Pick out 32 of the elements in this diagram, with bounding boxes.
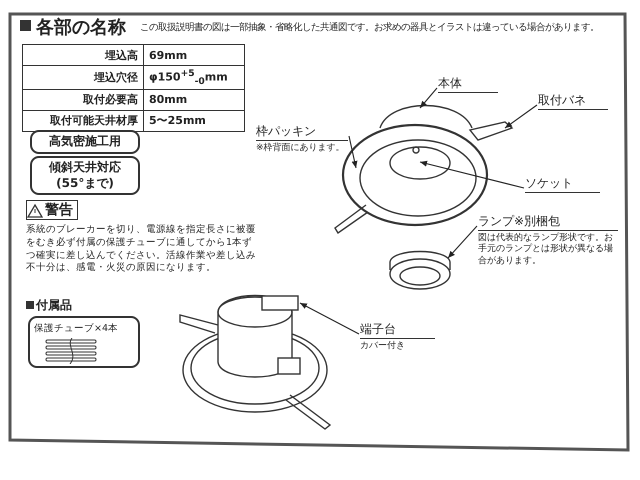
table-cell: 69mm <box>144 44 244 66</box>
warning-heading: 警告 <box>26 200 78 220</box>
part-note: 図は代表的なランプ形状です。お手元のランプとは形状が異なる場合があります。 <box>478 232 614 268</box>
part-label: 取付バネ <box>538 93 608 110</box>
section-heading: 各部の名称 <box>36 16 126 39</box>
table-header-cell: 取付必要高 <box>22 89 144 110</box>
note-text: この取扱説明書の図は一部抽象・省略化した共通図です。お求めの器具とイラストは違っている場合があります。 <box>140 21 599 34</box>
label-box: 高気密施工用 <box>30 130 140 154</box>
table-header-cell: 埋込高 <box>22 44 144 66</box>
table-cell: 80mm <box>144 89 244 110</box>
leader-line <box>348 136 358 168</box>
part-label: 本体 <box>438 76 498 93</box>
accessory-box <box>28 316 140 368</box>
leader-line <box>420 160 524 189</box>
warning-text: 系統のブレーカーを切り、電源線を指定長さに被覆をむき必ず付属の保護チューブに通してから1本ずつ確実に差し込んでください。活線作業や差し込み不十分は、感電・火災の原因になります。 <box>26 224 257 276</box>
part-note: カバー付き <box>360 340 406 352</box>
leader-line <box>420 88 438 108</box>
accessory-label: 保護チューブ×4本 <box>34 323 118 334</box>
part-label: ランプ※別梱包 <box>478 214 618 231</box>
table-header-cell: 埋込穴径 <box>22 66 144 90</box>
label-box: 傾斜天井対応(55°まで) <box>30 156 140 196</box>
leader-line <box>504 104 538 128</box>
table-cell: φ150$^{+5}$$_{-0}$mm <box>144 66 244 90</box>
table-cell: 5〜25mm <box>144 110 244 132</box>
part-label: ソケット <box>525 176 600 193</box>
part-label: 枠パッキン <box>256 124 348 141</box>
part-note: ※枠背面にあります。 <box>256 142 346 154</box>
leader-line <box>448 226 478 258</box>
table-header-cell: 取付可能天井材厚 <box>22 110 144 132</box>
leader-line <box>300 302 360 334</box>
subsection-heading: 付属品 <box>36 297 72 314</box>
part-label: 端子台 <box>360 322 435 339</box>
